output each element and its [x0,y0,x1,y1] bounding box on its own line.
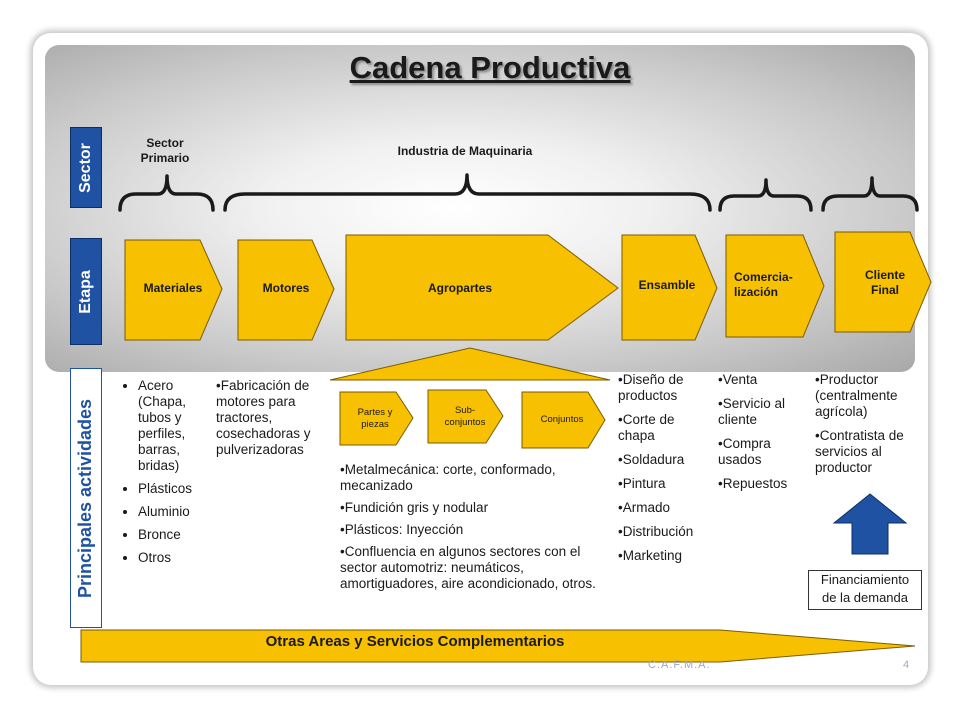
brace-comercializacion [718,178,813,212]
subconjuntos-line2: conjuntos [444,417,486,428]
stage-label-agropartes: Agropartes [427,281,492,295]
activity-item: Distribución [618,524,714,540]
brace-sector-primario [118,174,215,212]
stage-arrow-cliente [834,231,932,333]
activity-item: Venta [718,372,810,388]
comercializacion-line1: Comercia- [734,270,793,284]
activity-item: Confluencia en algunos sectores con el s… [340,544,612,592]
activities-comercializacion: Venta Servicio al cliente Compra usados … [718,372,810,500]
activity-item: Armado [618,500,714,516]
sub-label-conjuntos: Conjuntos [540,414,584,425]
activity-item: Acero (Chapa, tubos y perfiles, barras, … [138,378,212,474]
activity-item: Otros [138,550,212,566]
activity-item: Aluminio [138,504,212,520]
sub-label-partes: Partes y piezas [340,407,410,431]
activity-item: Corte de chapa [618,412,714,444]
stage-label-comercializacion: Comercia- lización [734,270,820,300]
activities-cliente: Productor (centralmente agrícola) Contra… [815,372,923,484]
activity-item: Productor (centralmente agrícola) [815,372,923,420]
sub-label-subconjuntos: Sub- conjuntos [430,405,500,429]
activity-item: Repuestos [718,476,810,492]
cliente-line1: Cliente [864,268,905,282]
sub-arrow-conjuntos [521,391,606,449]
financiamiento-line2: de la demanda [821,590,908,605]
activity-item: Plásticos: Inyección [340,522,612,538]
actividades-row-label: Principales actividades [70,368,102,628]
activities-materiales: Acero (Chapa, tubos y perfiles, barras, … [120,378,212,573]
stage-label-cliente: Cliente Final [840,268,930,298]
activity-item: Pintura [618,476,714,492]
activities-agropartes: Metalmecánica: corte, conformado, mecani… [340,462,612,598]
stage-arrow-agropartes [345,234,619,341]
activities-ensamble: Diseño de productos Corte de chapa Solda… [618,372,714,572]
stage-label-motores: Motores [262,281,310,295]
sub-arrow-partes [339,391,414,446]
agropartes-triangle [329,347,611,381]
industria-maquinaria-label: Industria de Maquinaria [397,144,533,158]
sector-primario-label: Sector Primario [120,136,210,166]
stage-arrow-materiales [124,239,223,341]
stage-arrow-comercializacion [725,234,825,338]
partes-line2: piezas [361,419,389,430]
sub-arrow-subconjuntos [427,389,504,444]
activity-item: Contratista de servicios al productor [815,428,923,476]
brace-industria [223,173,712,212]
stage-label-materiales: Materiales [143,281,203,295]
page-title: Cadena Productiva [349,50,631,85]
stage-arrow-ensamble [621,234,718,341]
up-arrow [832,493,908,555]
stage-label-ensamble: Ensamble [638,278,696,292]
sector-primario-line2: Primario [140,151,190,165]
financiamiento-line1: Financiamiento [820,572,910,587]
sector-primario-line1: Sector [146,136,184,150]
partes-line1: Partes y [357,407,393,418]
otras-areas-label: Otras Areas y Servicios Complementarios [265,633,565,650]
financiamiento-box: Financiamiento de la demanda [808,570,922,610]
cliente-line2: Final [870,283,899,297]
brace-cliente [821,176,919,212]
comercializacion-line2: lización [734,285,779,299]
subconjuntos-line1: Sub- [454,405,476,416]
activity-item: Fundición gris y nodular [340,500,612,516]
activity-item: Fabricación de motores para tractores, c… [216,378,334,458]
page-number: 4 [903,659,910,671]
activity-item: Diseño de productos [618,372,714,404]
activity-item: Servicio al cliente [718,396,810,428]
etapa-row-label: Etapa [70,238,102,345]
stage-arrow-motores [237,239,335,341]
activities-motores: Fabricación de motores para tractores, c… [216,378,334,466]
activity-item: Bronce [138,527,212,543]
activity-item: Plásticos [138,481,212,497]
activity-item: Soldadura [618,452,714,468]
activity-item: Marketing [618,548,714,564]
otras-areas-arrow [80,629,916,663]
sector-row-label: Sector [70,127,102,208]
footer-text: C.A.F.M.A. [648,659,711,671]
activity-item: Metalmecánica: corte, conformado, mecani… [340,462,612,494]
activity-item: Compra usados [718,436,810,468]
